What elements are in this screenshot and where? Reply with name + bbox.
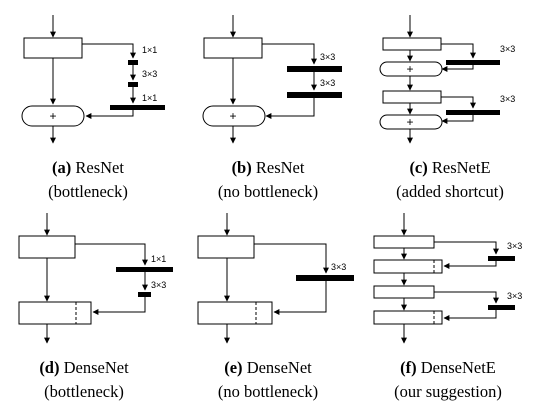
concat-block xyxy=(373,259,443,274)
dense-branch xyxy=(434,291,499,304)
panel-c-resnete-added-shortcut xyxy=(379,15,500,144)
conv-block xyxy=(382,90,442,104)
conv-kernel-label: 3×3 xyxy=(500,94,515,104)
merge-arrow xyxy=(441,65,474,72)
add-node xyxy=(202,105,266,127)
add-node xyxy=(379,114,443,130)
panel-d-densenet-bottleneck xyxy=(18,213,173,344)
dense-branch xyxy=(75,243,148,266)
concat-arrow xyxy=(443,261,497,269)
conv-kernel-label: 3×3 xyxy=(507,291,522,301)
caption-d: (d) DenseNet (bottleneck) xyxy=(0,356,174,404)
caption-tag: (e) xyxy=(224,358,243,377)
caption-note: (no bottleneck) xyxy=(217,182,319,201)
caption-name: DenseNetE xyxy=(420,358,496,377)
input-block xyxy=(197,235,255,259)
caption-tag: (b) xyxy=(231,158,252,177)
conv-layer-bar xyxy=(446,110,500,115)
input-block xyxy=(373,235,435,249)
add-operator: + xyxy=(49,109,56,123)
caption-tag: (d) xyxy=(39,358,60,377)
shortcut-branch xyxy=(262,43,317,65)
caption-tag: (c) xyxy=(409,158,428,177)
conv-kernel-label: 1×1 xyxy=(142,45,157,55)
panel-b-resnet-no-bottleneck xyxy=(202,15,342,144)
caption-note: (bottleneck) xyxy=(48,182,128,201)
shortcut-branch xyxy=(441,96,476,109)
add-node xyxy=(379,61,443,77)
caption-name: DenseNet xyxy=(63,358,129,377)
add-operator: + xyxy=(406,115,413,129)
conv-layer-bar xyxy=(287,92,342,98)
shortcut-branch xyxy=(82,43,136,59)
caption-f: (f) DenseNetE (our suggestion) xyxy=(358,356,538,404)
caption-note: (our suggestion) xyxy=(394,382,502,401)
caption-note: (added shortcut) xyxy=(396,182,504,201)
caption-name: ResNet xyxy=(75,158,124,177)
conv-layer-bar xyxy=(488,305,515,310)
dense-branch xyxy=(434,241,499,255)
conv-layer-bar xyxy=(110,105,165,110)
panel-e-densenet-no-bottleneck xyxy=(197,213,354,344)
caption-c: (c) ResNetE (added shortcut) xyxy=(360,156,540,204)
input-block xyxy=(23,37,83,59)
concat-block xyxy=(373,310,443,325)
conv-kernel-label: 3×3 xyxy=(500,44,515,54)
merge-arrow xyxy=(441,115,474,124)
input-block xyxy=(203,37,263,59)
caption-name: ResNet xyxy=(255,158,305,177)
conv-kernel-label: 3×3 xyxy=(331,262,346,272)
conv-kernel-label: 1×1 xyxy=(151,254,166,264)
caption-a: (a) ResNet (bottleneck) xyxy=(0,156,178,204)
conv-layer-bar xyxy=(488,256,515,261)
caption-note: (no bottleneck) xyxy=(217,382,319,401)
caption-note: (bottleneck) xyxy=(44,382,124,401)
caption-b: (b) ResNet (no bottleneck) xyxy=(178,156,358,204)
conv-layer-bar xyxy=(128,82,138,87)
add-operator: + xyxy=(229,109,236,123)
conv-layer-bar xyxy=(116,267,173,272)
concat-block xyxy=(197,301,273,325)
caption-tag: (f) xyxy=(400,358,417,377)
caption-name: DenseNet xyxy=(246,358,312,377)
caption-e: (e) DenseNet (no bottleneck) xyxy=(178,356,358,404)
shortcut-branch xyxy=(441,43,476,59)
panel-f-densenete-suggestion xyxy=(373,213,515,344)
concat-arrow xyxy=(443,310,497,321)
caption-tag: (a) xyxy=(52,158,72,177)
conv-layer-bar xyxy=(296,275,354,281)
merge-arrow xyxy=(85,110,134,119)
conv-layer-bar xyxy=(138,292,151,297)
concat-arrow xyxy=(92,297,146,315)
conv-layer-bar xyxy=(287,66,342,72)
conv-kernel-label: 3×3 xyxy=(151,280,166,290)
concat-block xyxy=(18,301,92,325)
input-block xyxy=(382,37,442,51)
conv-kernel-label: 3×3 xyxy=(320,78,335,88)
add-operator: + xyxy=(406,62,413,76)
panel-a-resnet-bottleneck xyxy=(21,15,165,144)
conv-kernel-label: 3×3 xyxy=(142,69,157,79)
conv-block xyxy=(373,285,435,299)
conv-layer-bar xyxy=(128,60,138,65)
merge-arrow xyxy=(265,98,315,119)
conv-layer-bar xyxy=(446,60,500,65)
conv-kernel-label: 3×3 xyxy=(507,241,522,251)
concat-arrow xyxy=(273,281,327,315)
conv-kernel-label: 1×1 xyxy=(142,93,157,103)
conv-kernel-label: 3×3 xyxy=(320,52,335,62)
dense-branch xyxy=(254,243,329,274)
input-block xyxy=(18,235,76,259)
caption-name: ResNetE xyxy=(431,158,491,177)
